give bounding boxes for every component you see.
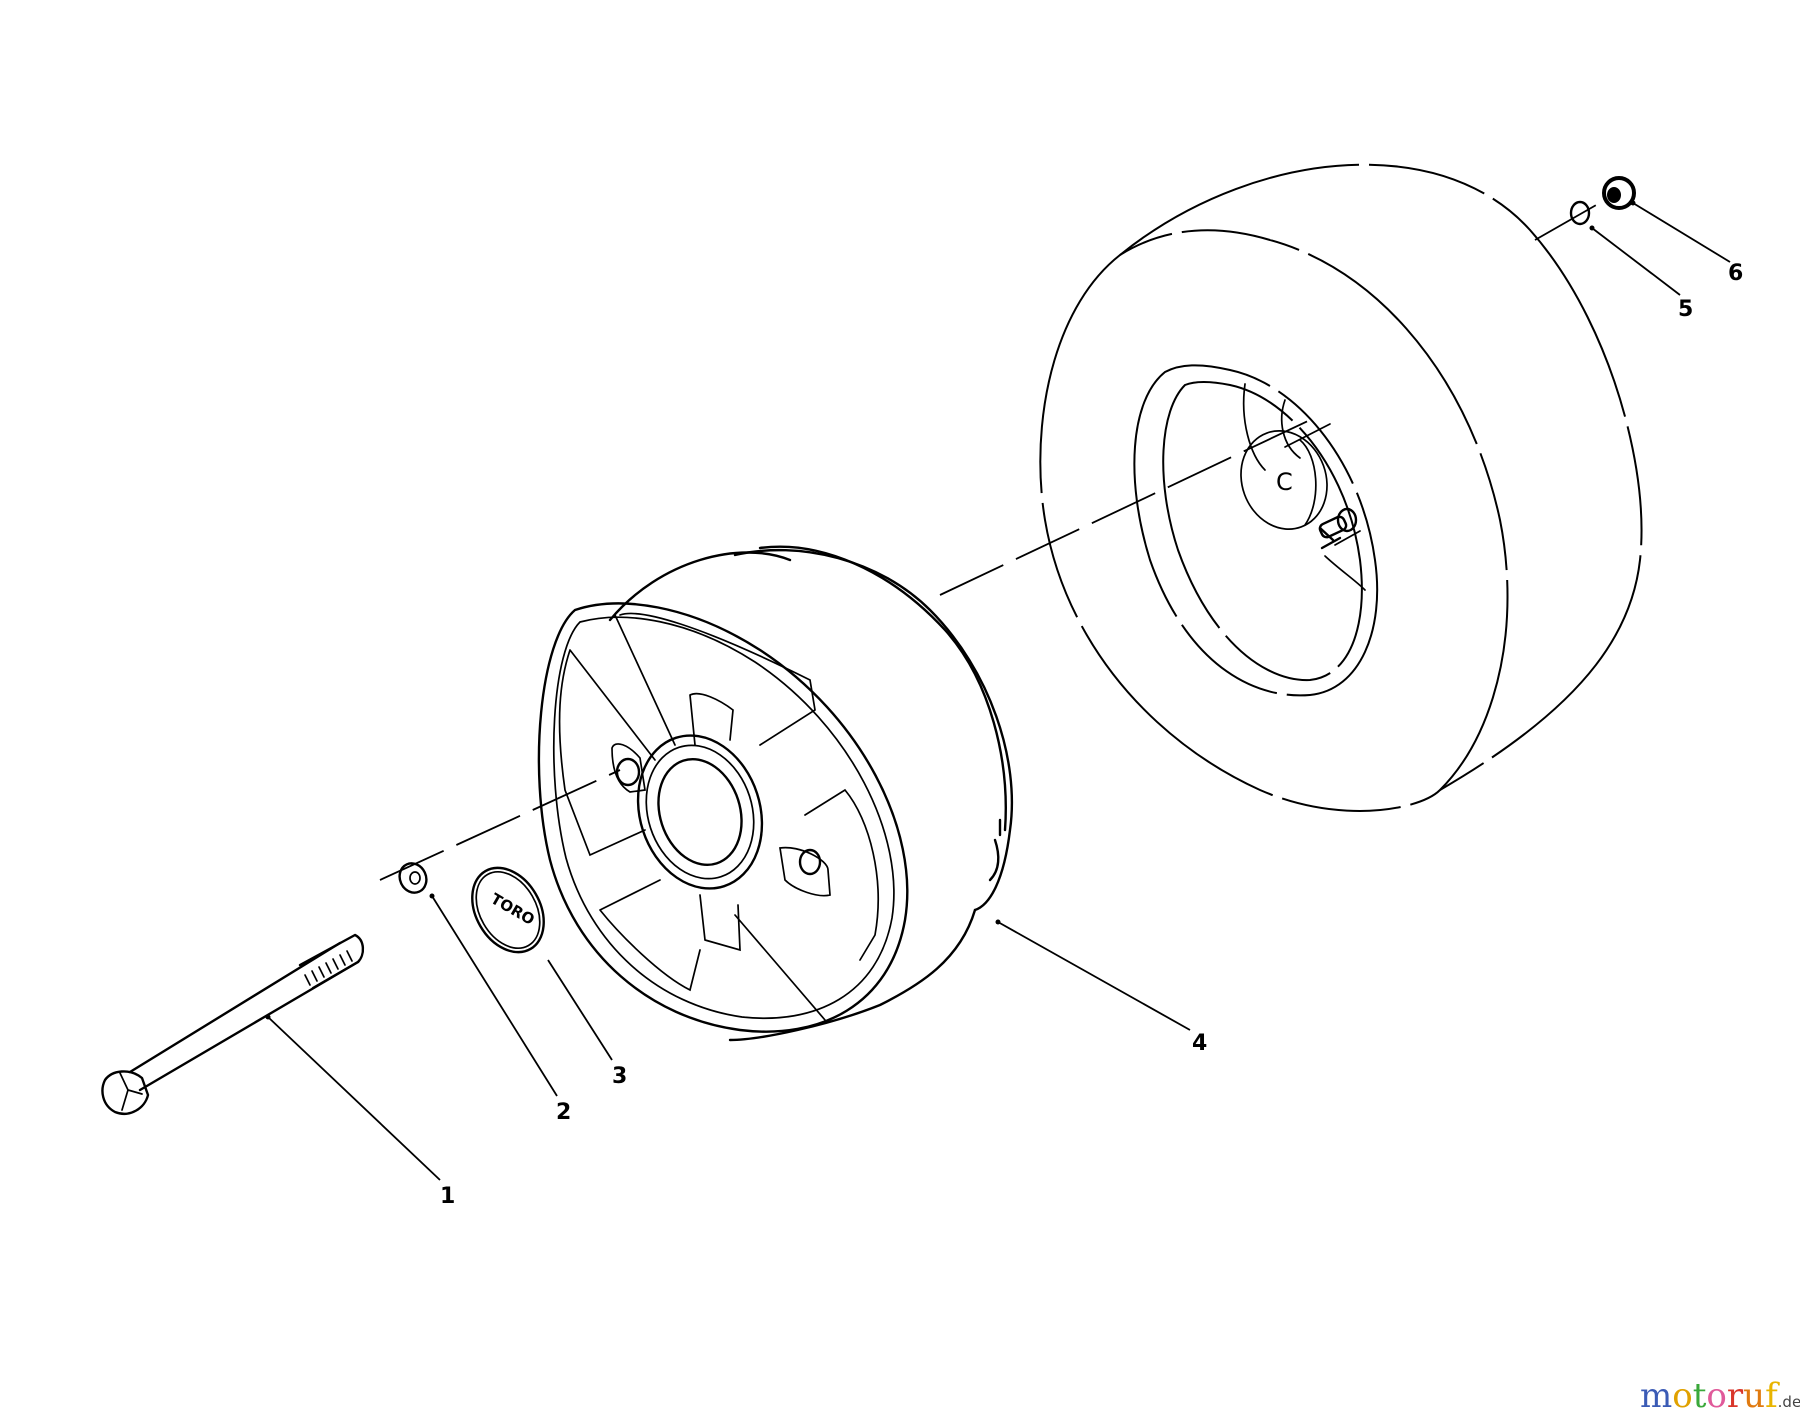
watermark-letter: r <box>1726 1376 1744 1416</box>
callout-2: 2 <box>556 1100 572 1125</box>
emblem-part-3: TORO <box>471 866 545 954</box>
watermark-letter: m <box>1640 1376 1673 1416</box>
leader-lines <box>265 200 1731 1181</box>
callout-1: 1 <box>440 1184 456 1209</box>
axle-centerline <box>379 769 621 881</box>
nut-part-6 <box>1602 176 1636 210</box>
bolt <box>101 933 365 1115</box>
washer-part-5 <box>1569 200 1591 226</box>
watermark-letter: t <box>1692 1376 1707 1416</box>
callout-4: 4 <box>1192 1031 1208 1056</box>
callout-6: 6 <box>1728 261 1744 286</box>
tire: C <box>1039 163 1643 812</box>
motoruf-watermark: motoruf.de <box>1640 1376 1800 1416</box>
washer-part-2 <box>398 862 428 894</box>
watermark-letter: o <box>1706 1376 1727 1416</box>
watermark-letter: u <box>1743 1376 1766 1416</box>
callout-5: 5 <box>1678 297 1694 322</box>
emblem-text: TORO <box>488 890 538 929</box>
valve-stem <box>1318 507 1358 550</box>
watermark-letter: f <box>1765 1376 1778 1416</box>
tire-marking: C <box>1276 468 1293 496</box>
callout-3: 3 <box>612 1064 628 1089</box>
watermark-tld: .de <box>1777 1393 1800 1411</box>
wheel-hub <box>537 545 1014 1042</box>
watermark-letter: o <box>1672 1376 1693 1416</box>
